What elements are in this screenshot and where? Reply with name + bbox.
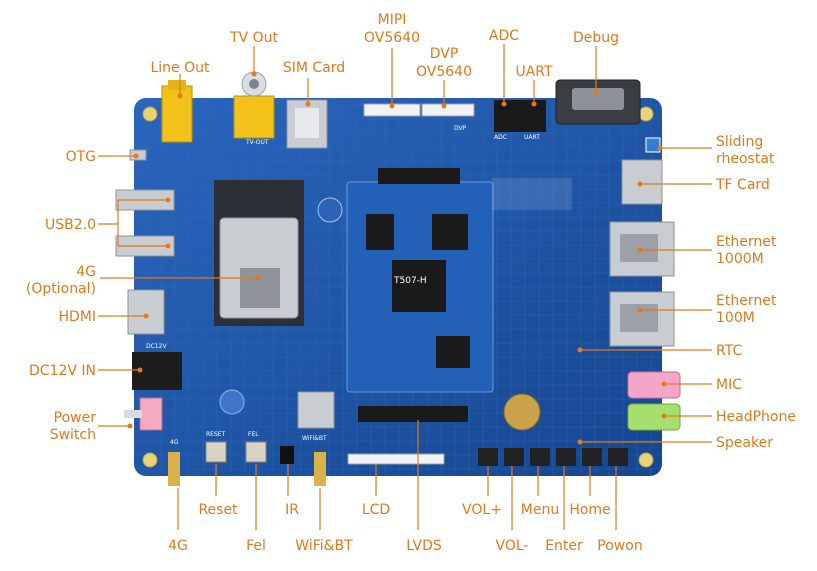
label-rtc: RTC: [716, 343, 742, 359]
label-eth1000-line2: 1000M: [716, 251, 764, 267]
label-4g-antenna: 4G: [168, 538, 188, 554]
label-dc12v-in: DC12V IN: [29, 363, 96, 379]
leader-dots: [127, 71, 667, 445]
key-buttons: [478, 448, 628, 466]
svg-text:DVP: DVP: [454, 125, 467, 132]
board-components: TV-OUT DVP ADC UART DC12V RESET FEL WiFi…: [115, 71, 681, 486]
label-sliding-line2: rheostat: [716, 151, 775, 167]
label-enter: Enter: [545, 538, 583, 554]
label-eth100-line1: Ethernet: [716, 293, 777, 309]
label-sliding-line1: Sliding: [716, 134, 763, 150]
label-power-switch-line2: Switch: [50, 427, 96, 443]
svg-text:WiFi&BT: WiFi&BT: [302, 435, 327, 442]
label-hdmi: HDMI: [58, 309, 96, 325]
label-adc: ADC: [489, 28, 519, 44]
headphone-jack: [627, 403, 681, 431]
line-out-jack: [161, 85, 193, 143]
lvds-connector: [358, 406, 468, 422]
rtc-battery: [503, 393, 541, 431]
label-uart: UART: [515, 64, 553, 80]
label-powon: Powon: [597, 538, 642, 554]
label-speaker: Speaker: [716, 435, 773, 451]
svg-text:T507-H: T507-H: [393, 276, 427, 286]
label-otg: OTG: [66, 149, 96, 165]
svg-text:DC12V: DC12V: [146, 343, 167, 350]
svg-text:RESET: RESET: [206, 431, 226, 438]
ir-receiver: [280, 446, 294, 464]
label-mipi-line1: MIPI: [378, 12, 407, 28]
lcd-connector: [347, 453, 445, 465]
leader-lines: [98, 44, 712, 530]
label-debug: Debug: [573, 30, 619, 46]
label-ir: IR: [285, 502, 299, 518]
wifi-antenna-connector: [314, 452, 326, 486]
label-vol-minus: VOL-: [496, 538, 529, 554]
label-usb2: USB2.0: [45, 217, 96, 233]
label-lvds: LVDS: [406, 538, 442, 554]
mic-jack: [627, 371, 681, 399]
label-vol-plus: VOL+: [462, 502, 502, 518]
svg-text:FEL: FEL: [248, 431, 259, 438]
svg-text:TV-OUT: TV-OUT: [245, 139, 269, 146]
label-fel: Fel: [246, 538, 266, 554]
label-mipi-line2: OV5640: [364, 30, 420, 46]
power-switch: [139, 397, 163, 431]
wifi-module: [297, 391, 335, 429]
label-mic: MIC: [716, 377, 742, 393]
label-4g-optional-line2: (Optional): [26, 281, 96, 297]
label-dvp-line2: OV5640: [416, 64, 472, 80]
svg-text:ADC: ADC: [494, 134, 507, 141]
svg-text:4G: 4G: [170, 439, 179, 446]
svg-text:UART: UART: [524, 134, 540, 141]
label-lcd: LCD: [362, 502, 390, 518]
tv-out-connector: [233, 95, 275, 139]
uart-header: [524, 100, 546, 132]
label-menu: Menu: [521, 502, 559, 518]
4g-antenna-connector: [168, 452, 180, 486]
label-reset: Reset: [198, 502, 238, 518]
adc-header: [494, 100, 524, 132]
hdmi-port: [127, 289, 165, 335]
label-eth100-line2: 100M: [716, 310, 755, 326]
label-line-out: Line Out: [150, 60, 210, 76]
label-tv-out: TV Out: [229, 30, 278, 46]
label-eth1000-line1: Ethernet: [716, 234, 777, 250]
dvp-connector: [421, 103, 475, 117]
label-sim-card: SIM Card: [283, 60, 345, 76]
tf-card-slot: [621, 159, 663, 205]
label-dvp-line1: DVP: [430, 46, 459, 62]
fel-button: [245, 441, 267, 463]
label-power-switch-line1: Power: [54, 410, 97, 426]
label-4g-optional-line1: 4G: [76, 264, 96, 280]
soc-chip: [392, 260, 446, 312]
label-wifi-bt: WiFi&BT: [295, 538, 353, 554]
label-tf-card: TF Card: [715, 177, 770, 193]
label-headphone: HeadPhone: [716, 409, 796, 425]
label-home: Home: [569, 502, 610, 518]
sliding-rheostat: [645, 137, 661, 153]
reset-button: [205, 441, 227, 463]
labels: TV Out Line Out SIM Card MIPI OV5640 DVP…: [26, 12, 796, 554]
